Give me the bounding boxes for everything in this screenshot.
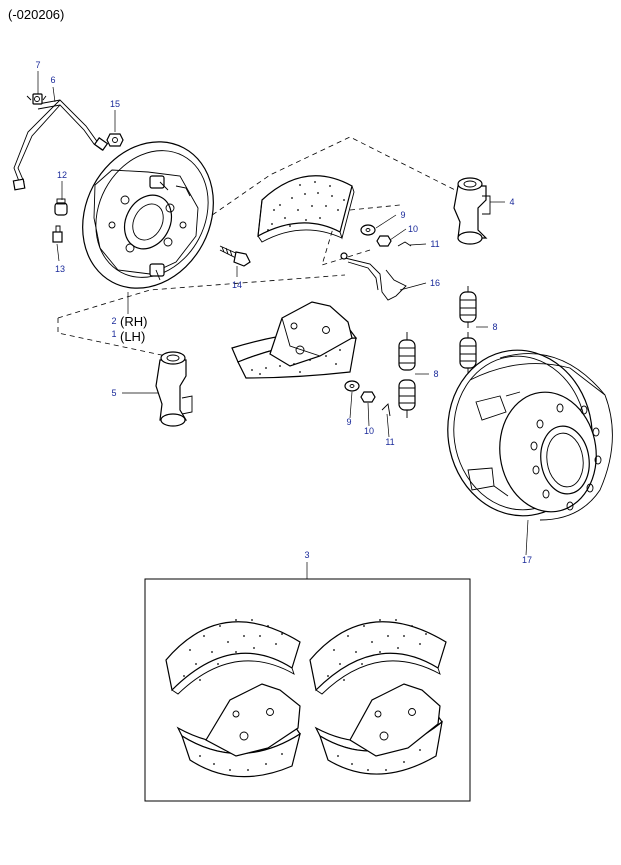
callout-17: 17 bbox=[521, 555, 533, 565]
nut-10-lower bbox=[360, 391, 376, 403]
callout-15: 15 bbox=[109, 99, 121, 109]
callout-8-upper: 8 bbox=[492, 322, 498, 332]
spring-pair-8-upper bbox=[459, 286, 477, 376]
date-range-label: (-020206) bbox=[8, 7, 65, 22]
kit-shoe-right bbox=[314, 683, 443, 775]
lining-kit-box bbox=[144, 578, 471, 802]
callout-12: 12 bbox=[56, 170, 68, 180]
callout-1: 1 bbox=[111, 329, 117, 339]
adjuster-link-16 bbox=[340, 252, 407, 301]
bleeder-13 bbox=[52, 225, 63, 243]
callout-9-upper: 9 bbox=[400, 210, 406, 220]
callout-10-upper: 10 bbox=[407, 224, 419, 234]
brake-drum bbox=[447, 349, 613, 521]
nut-10-upper bbox=[376, 235, 392, 247]
callout-7: 7 bbox=[35, 60, 41, 70]
callout-5: 5 bbox=[111, 388, 117, 398]
group-dashed-line-left bbox=[57, 318, 186, 361]
backing-plate bbox=[82, 141, 214, 289]
washer-9-upper bbox=[360, 224, 376, 236]
callout-16: 16 bbox=[429, 278, 441, 288]
pipe-clip bbox=[26, 93, 47, 105]
brake-pipe bbox=[12, 99, 109, 191]
nut-15 bbox=[106, 133, 124, 147]
callout-14: 14 bbox=[231, 280, 243, 290]
bolt-14 bbox=[219, 245, 251, 267]
rh-label: (RH) bbox=[120, 314, 148, 329]
brake-shoe-lower bbox=[231, 301, 358, 379]
group-dashed-line-upper bbox=[204, 136, 466, 221]
callout-3: 3 bbox=[304, 550, 310, 560]
group-dashed-line-shoe bbox=[349, 204, 401, 211]
kit-shoe-left bbox=[176, 683, 301, 778]
spring-pair-8-lower bbox=[398, 332, 416, 418]
callout-2: 2 bbox=[111, 316, 117, 326]
pin-11-lower bbox=[381, 403, 391, 417]
plug-12 bbox=[54, 198, 68, 216]
callout-6: 6 bbox=[50, 75, 56, 85]
callout-4: 4 bbox=[509, 197, 515, 207]
kit-lining-left bbox=[165, 619, 301, 695]
brake-shoe-upper bbox=[257, 175, 355, 243]
lh-label: (LH) bbox=[120, 329, 146, 344]
group-dashed-line-lower bbox=[57, 274, 346, 319]
washer-9-lower bbox=[344, 380, 360, 392]
callout-9-lower: 9 bbox=[346, 417, 352, 427]
pin-11-upper bbox=[397, 241, 412, 247]
callout-13: 13 bbox=[54, 264, 66, 274]
callout-8-lower: 8 bbox=[433, 369, 439, 379]
wheel-cylinder-4 bbox=[453, 177, 491, 245]
callout-10-lower: 10 bbox=[363, 426, 375, 436]
callout-11-upper: 11 bbox=[430, 239, 440, 249]
wheel-cylinder-5 bbox=[155, 351, 193, 427]
kit-lining-right bbox=[309, 619, 447, 695]
leader-lines bbox=[37, 71, 529, 556]
callout-11-lower: 11 bbox=[385, 437, 395, 447]
